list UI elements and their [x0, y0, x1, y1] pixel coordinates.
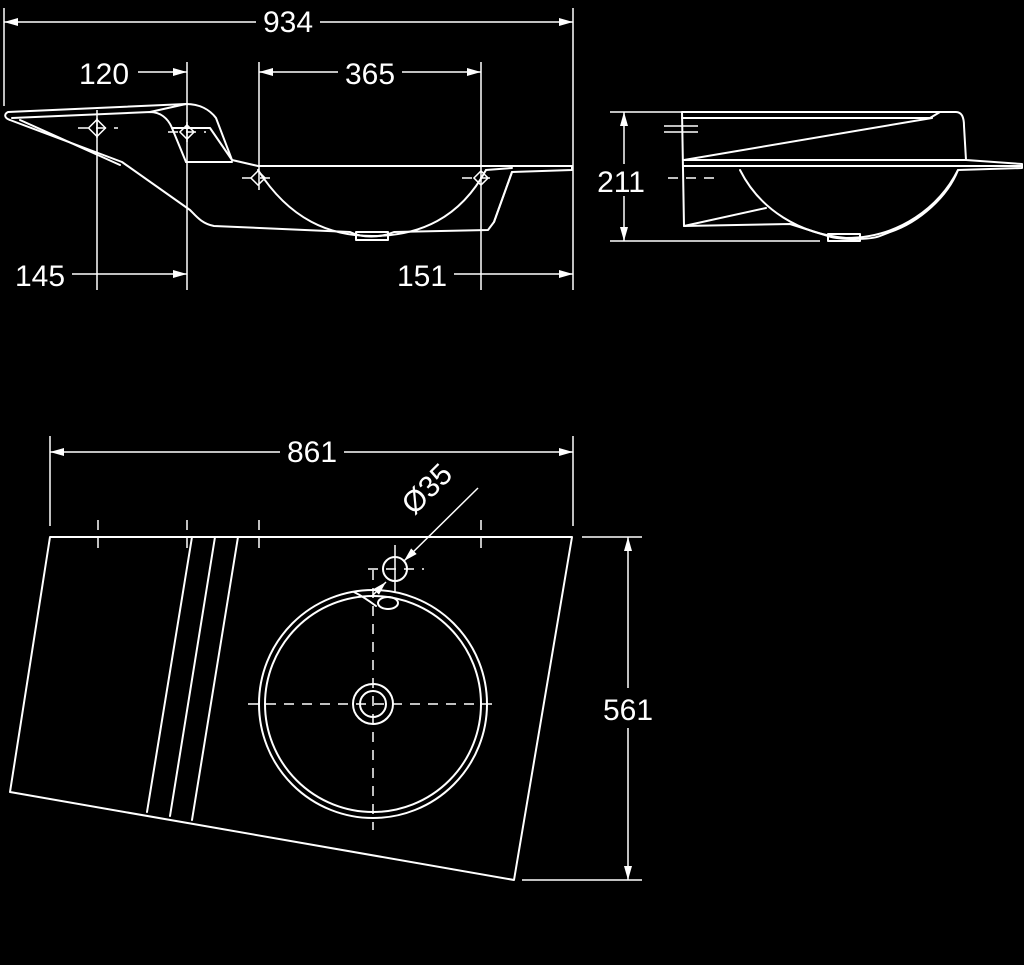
dim-934: 934 — [4, 6, 573, 39]
dim-145-label: 145 — [15, 260, 65, 293]
fixing-marker-4 — [462, 169, 498, 187]
dim-861-label: 861 — [287, 436, 337, 469]
front-view: 934 120 365 145 151 — [3, 6, 574, 293]
dim-151-label: 151 — [397, 260, 447, 293]
plan-view: Ø35 861 561 — [9, 436, 653, 881]
side-view: 211 — [597, 111, 1023, 242]
dim-151: 151 — [397, 260, 573, 293]
dim-120-label: 120 — [79, 58, 129, 91]
dim-934-label: 934 — [263, 6, 313, 39]
tap-hole — [368, 545, 424, 592]
dim-365-label: 365 — [345, 58, 395, 91]
fixing-marker-1 — [78, 118, 118, 138]
dim-145: 145 — [15, 260, 187, 293]
dim-211: 211 — [597, 112, 645, 241]
dim-365: 365 — [259, 58, 481, 91]
dim-561: 561 — [603, 537, 653, 880]
basin-bowl — [248, 570, 498, 830]
dim-120: 120 — [79, 58, 187, 91]
fixing-marker-3 — [242, 169, 278, 187]
dim-211-label: 211 — [597, 166, 645, 199]
dim-861: 861 — [50, 436, 573, 469]
front-view-bowl — [257, 169, 487, 237]
dim-tap-hole: Ø35 — [371, 458, 479, 597]
plan-view-outline — [9, 536, 573, 881]
dim-561-label: 561 — [603, 694, 653, 727]
dim-tap-hole-label: Ø35 — [396, 458, 459, 521]
